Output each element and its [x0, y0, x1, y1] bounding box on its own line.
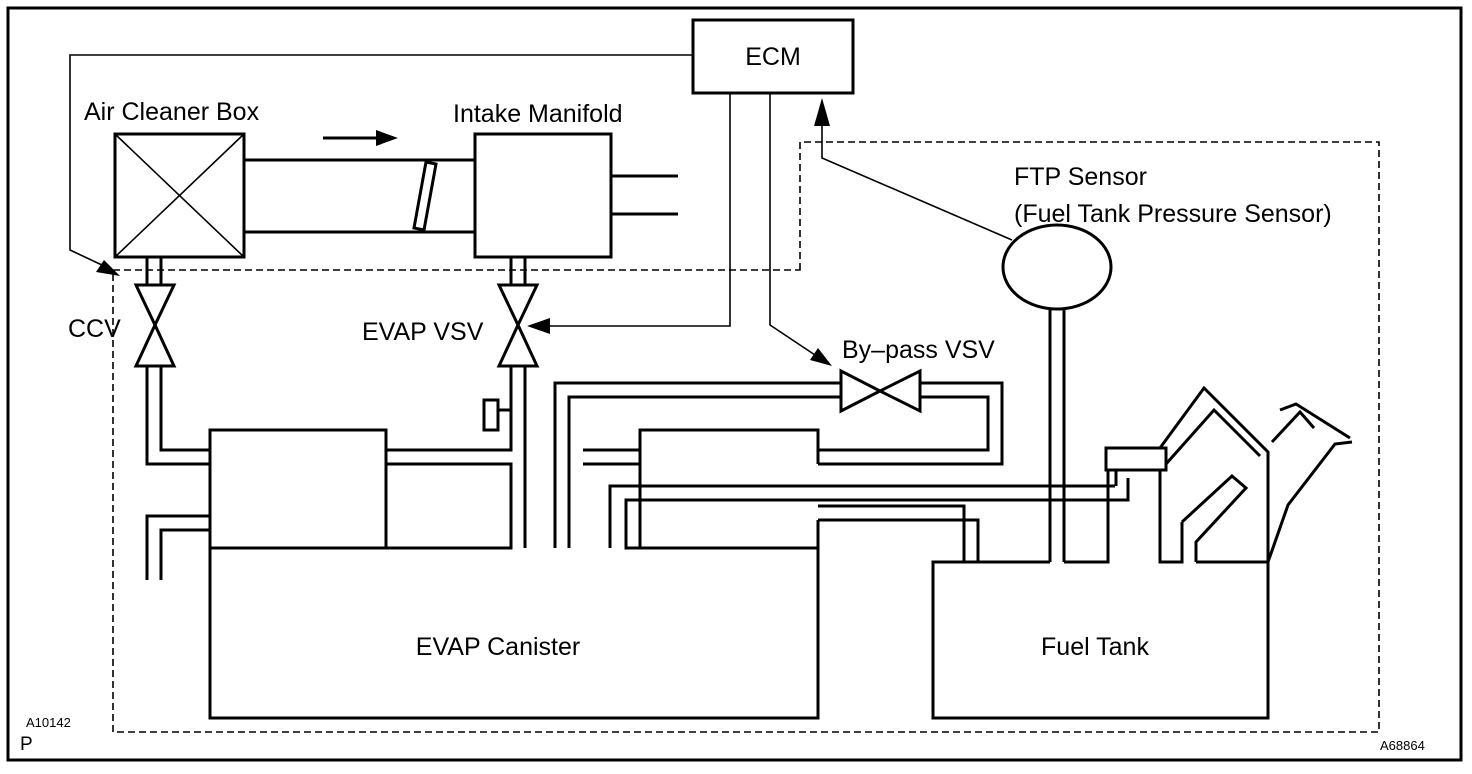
intake-manifold-label: Intake Manifold — [453, 100, 623, 128]
service-port — [482, 398, 500, 432]
ccv-valve — [133, 283, 177, 368]
bypass-vsv-control-arrowhead — [810, 348, 832, 366]
ccv-label: CCV — [68, 315, 121, 343]
canister-tank-pipe-inner — [818, 504, 966, 562]
figure-code-right: A68864 — [1380, 738, 1425, 753]
atmosphere-pipe-outer — [145, 514, 210, 580]
filler-neck-inner — [1164, 407, 1262, 465]
canister-tank-pipe-outer — [818, 518, 1050, 564]
tank-vent-pipe-outer — [553, 381, 841, 548]
throttle-valve — [412, 160, 438, 232]
evap-vsv-pipe-left — [386, 366, 513, 452]
evap-canister — [208, 428, 820, 720]
filler-cap-top — [1279, 402, 1351, 440]
canister-right-lower — [624, 478, 1130, 550]
bypass-pipe-outer — [818, 381, 1004, 466]
filler-vent-tube — [1180, 473, 1249, 562]
ftp-signal-arrowhead — [814, 98, 830, 126]
outer-frame — [6, 6, 1463, 762]
ecm-label: ECM — [745, 43, 801, 71]
ftp-signal-wire — [821, 115, 1013, 241]
ftp-sensor — [1001, 223, 1113, 311]
filler-cap-inner — [1270, 409, 1316, 444]
evap-vsv-label: EVAP VSV — [362, 318, 484, 346]
filler-neck-outer — [1158, 385, 1270, 562]
purge-line-to-tank — [608, 484, 1115, 548]
bypass-vsv-label: By–pass VSV — [842, 336, 995, 364]
canister-right-chamber — [638, 428, 820, 548]
ftp-sensor-label: FTP Sensor — [1014, 163, 1147, 191]
ccv-pipe-inner — [159, 366, 210, 452]
page-mark: P — [20, 734, 33, 755]
evap-vsv-control-wire — [545, 93, 731, 327]
fuel-sender-unit — [1104, 446, 1168, 472]
bypass-pipe-inner — [818, 395, 990, 452]
evap-vsv-control-arrowhead — [527, 318, 550, 334]
atmosphere-pipe-inner — [159, 528, 210, 580]
filler-cap-side — [1266, 440, 1353, 563]
fuel-tank-label: Fuel Tank — [1041, 633, 1149, 661]
ecm-box — [691, 18, 855, 95]
ftp-sensor-full-label: (Fuel Tank Pressure Sensor) — [1014, 200, 1332, 228]
air-flow-arrowhead — [376, 130, 398, 146]
ccv-pipe-outer — [145, 366, 210, 466]
figure-code-left: A10142 — [26, 715, 71, 730]
evap-vsv-valve — [496, 283, 540, 368]
fuel-tank — [931, 470, 1270, 720]
tank-vent-pipe-inner — [567, 395, 841, 548]
air-cleaner-label: Air Cleaner Box — [84, 98, 260, 126]
ccv-control-wire — [69, 54, 693, 267]
intake-manifold-box — [473, 132, 613, 259]
air-cleaner-cross-2 — [114, 133, 245, 258]
evap-canister-label: EVAP Canister — [416, 633, 580, 661]
bypass-vsv-control-wire — [769, 93, 819, 358]
ccv-control-arrowhead — [96, 260, 120, 276]
bypass-vsv-valve — [839, 368, 922, 414]
